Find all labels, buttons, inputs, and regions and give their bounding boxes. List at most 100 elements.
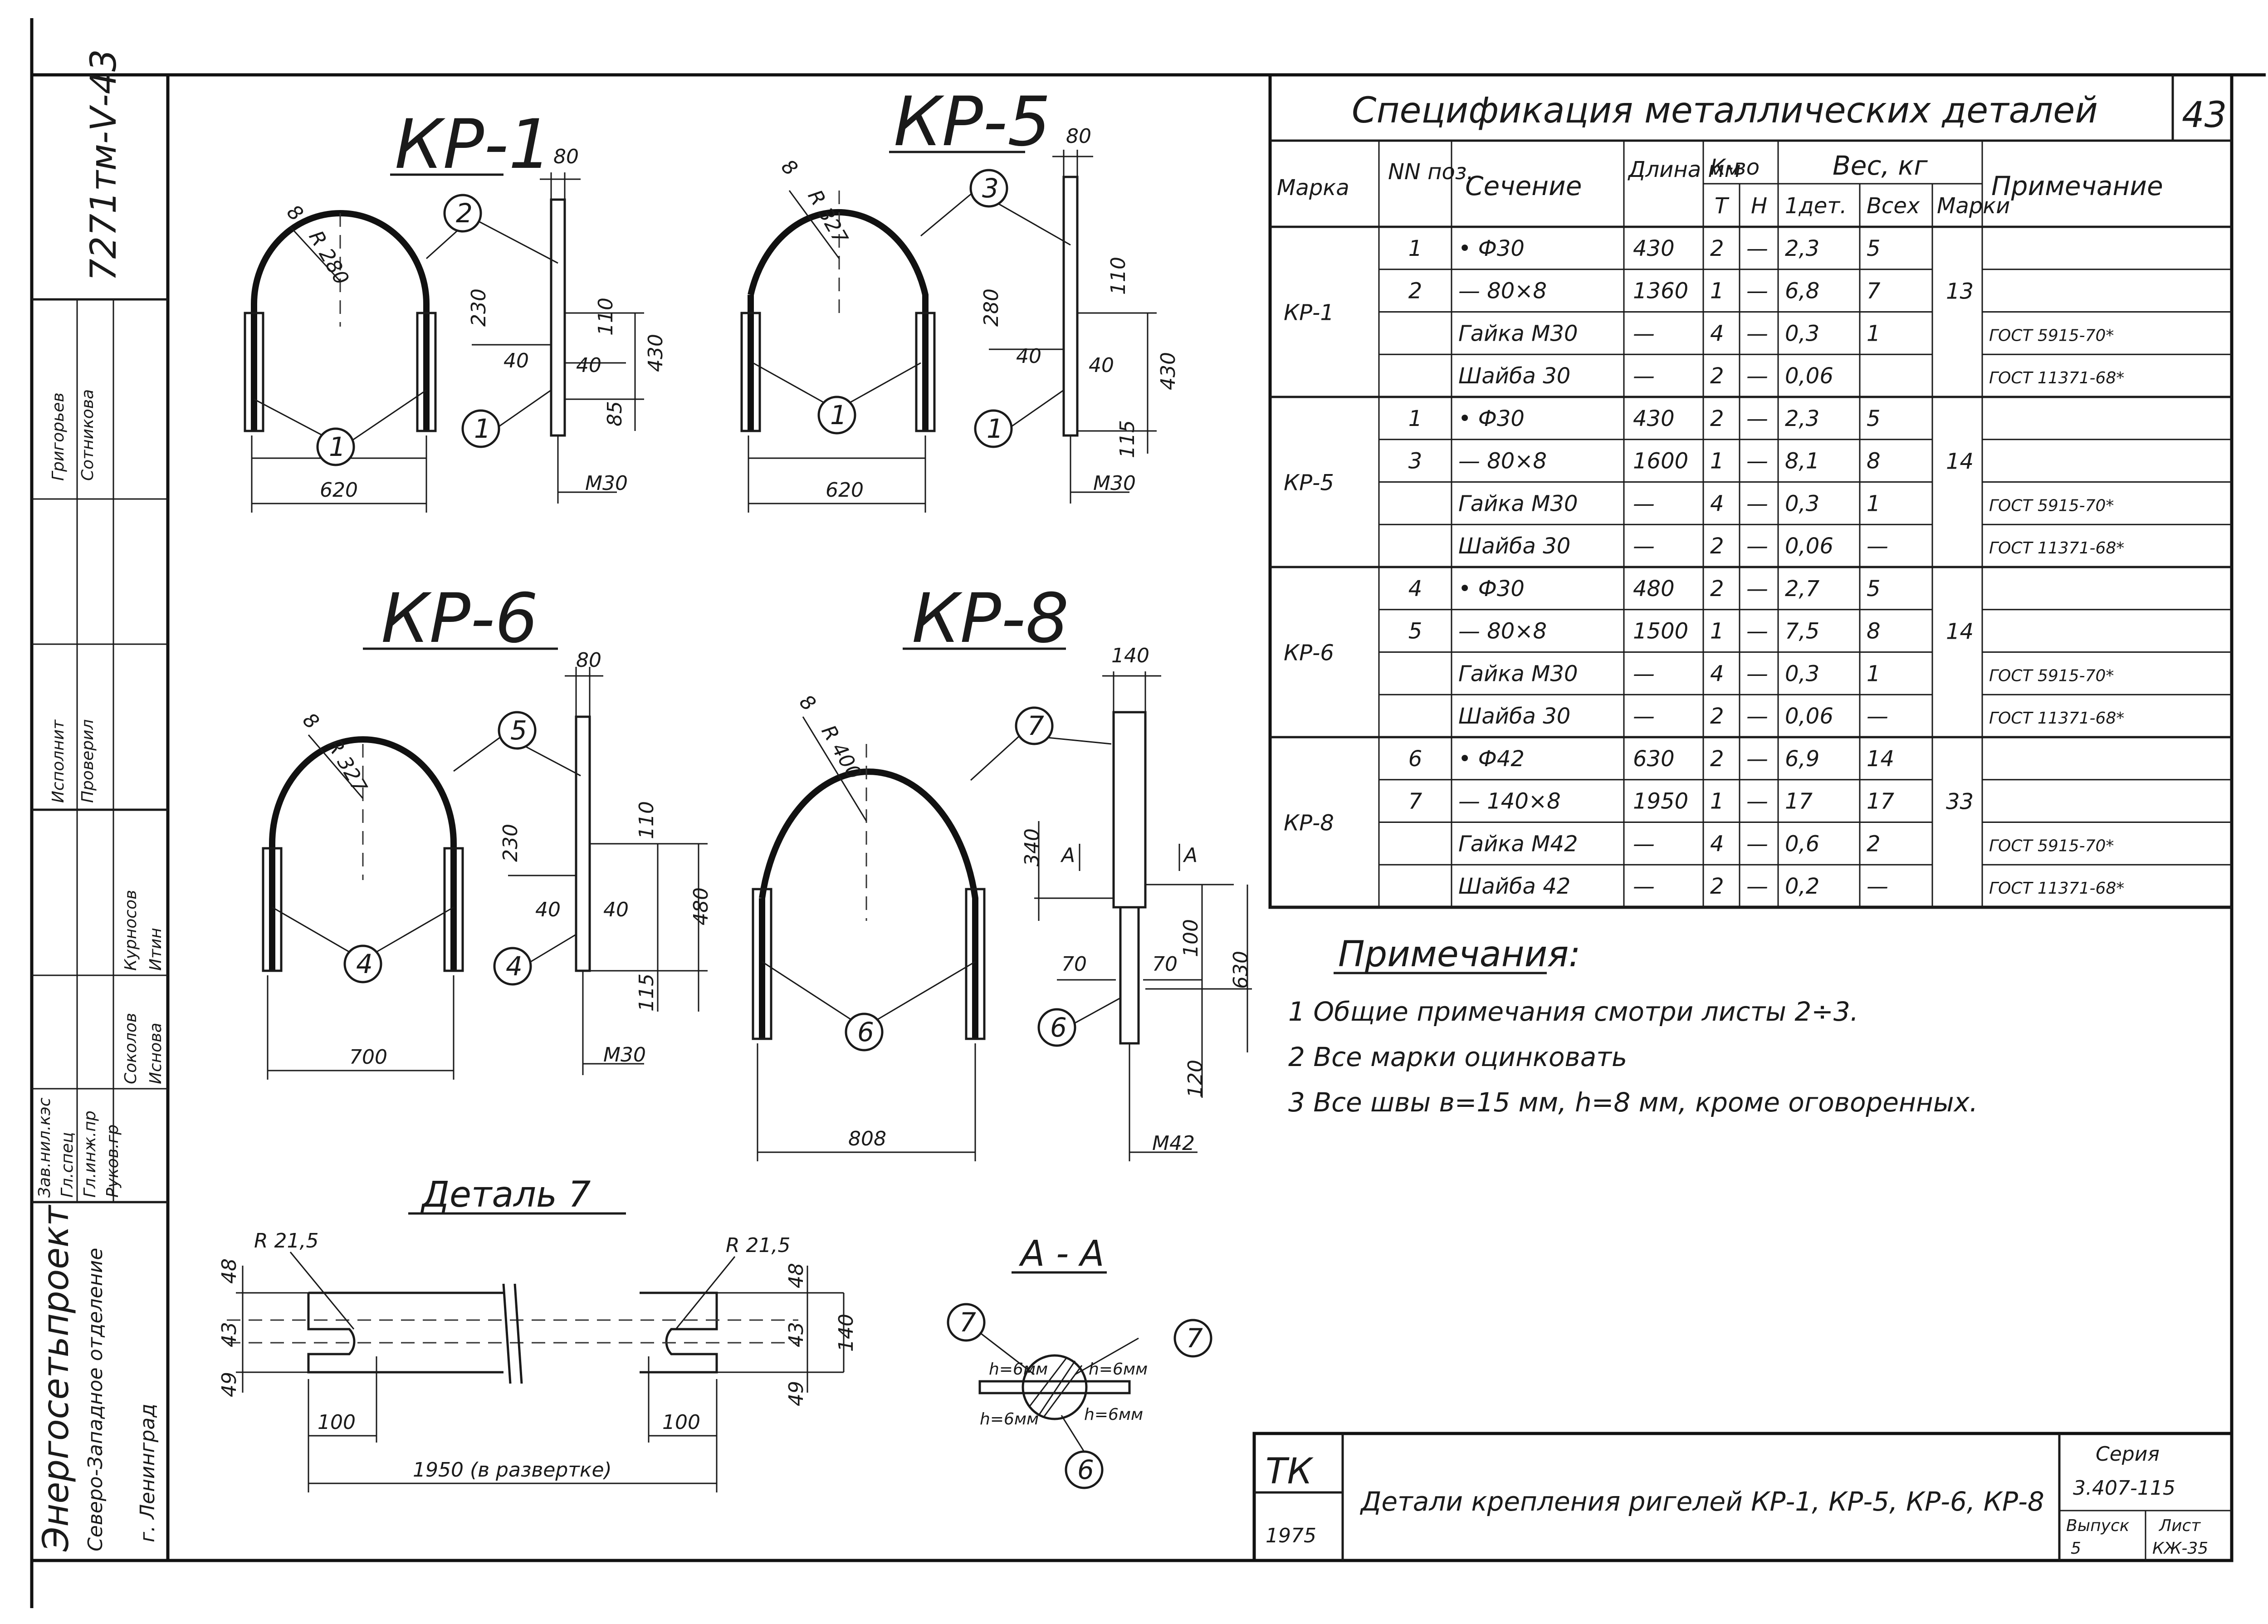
stamp-role-2: Проверил: [78, 719, 97, 803]
kp1-radius: R 280: [304, 227, 353, 289]
spec-cell: • Ф30: [1458, 236, 1525, 261]
kp5-d3: 430: [1157, 352, 1180, 390]
spec-h-weight: Вес, кг: [1833, 150, 1928, 181]
kp8-width: 808: [848, 1127, 886, 1150]
kp6-pos-a: 4: [356, 949, 373, 979]
spec-cell: 1950: [1633, 789, 1688, 814]
spec-cell: Гайка М30: [1458, 491, 1578, 516]
spec-cell: —: [1746, 619, 1768, 644]
tb-code: ТК: [1266, 1451, 1314, 1492]
spec-cell: 0,3: [1785, 661, 1819, 686]
spec-cell: 17: [1867, 789, 1895, 814]
kp6-d1: 230: [499, 824, 522, 862]
spec-cell: Шайба 30: [1458, 704, 1570, 729]
spec-cell: 1: [1408, 236, 1422, 261]
spec-cell: 4: [1710, 661, 1724, 686]
spec-cell: 6,8: [1785, 279, 1819, 304]
kp5-strip-w: 80: [1066, 125, 1091, 148]
spec-cell: Гайка М30: [1458, 321, 1578, 346]
spec-cell: ГОСТ 11371-68*: [1989, 539, 2124, 558]
stamp-role-1: Исполнит: [49, 719, 68, 803]
kp6-d3: 480: [689, 887, 713, 925]
spec-cell: —: [1746, 661, 1768, 686]
spec-cell: —: [1746, 449, 1768, 474]
section-aa-weld-br: h=6мм: [1084, 1405, 1143, 1424]
spec-cell: —: [1746, 533, 1768, 559]
spec-cell: 4: [1710, 491, 1724, 516]
spec-cell: 2,7: [1785, 576, 1820, 602]
tb-issue-label: Выпуск: [2066, 1516, 2130, 1535]
section-aa-weld-tr: h=6мм: [1089, 1360, 1148, 1379]
section-aa-title: А - А: [1018, 1233, 1104, 1274]
spec-cell: 2: [1710, 406, 1724, 431]
spec-group-total: 13: [1946, 279, 1974, 304]
spec-cell: —: [1746, 576, 1768, 602]
spec-cell: Шайба 30: [1458, 533, 1570, 559]
kp6-strip-w: 80: [576, 649, 601, 672]
detail7-len-left: 100: [318, 1411, 356, 1434]
kp8-strip-w: 140: [1111, 644, 1149, 667]
spec-cell: 4: [1408, 576, 1422, 602]
spec-cell: 0,3: [1785, 491, 1819, 516]
spec-cell: 1600: [1633, 449, 1688, 474]
spec-cell: —: [1633, 321, 1655, 346]
spec-cell: Гайка М30: [1458, 661, 1578, 686]
detail7-title: Деталь 7: [420, 1174, 591, 1215]
kp6-pos-c: 4: [506, 951, 523, 982]
spec-cell: ГОСТ 5915-70*: [1989, 496, 2114, 515]
spec-h-note: Примечание: [1991, 171, 2163, 201]
kp8-pos-c: 6: [1050, 1012, 1067, 1043]
spec-cell: Шайба 42: [1458, 874, 1570, 899]
spec-cell: 2,3: [1785, 236, 1819, 261]
spec-cell: —: [1746, 406, 1768, 431]
spec-cell: • Ф30: [1458, 576, 1525, 602]
kp6-width: 700: [349, 1046, 387, 1069]
kp6-side-a: 40: [535, 898, 561, 921]
kp1-d2: 110: [594, 298, 617, 336]
spec-cell: 17: [1785, 789, 1813, 814]
kp5-d4: 115: [1116, 420, 1139, 458]
spec-cell: 2: [1710, 363, 1724, 389]
spec-group-total: 33: [1946, 789, 1974, 815]
detail7-r-right: R 21,5: [726, 1234, 791, 1257]
spec-cell: • Ф42: [1458, 746, 1525, 772]
spec-group-mark: КР-6: [1284, 641, 1334, 666]
kp8-pos-a: 6: [857, 1017, 874, 1047]
spec-cell: —: [1867, 704, 1888, 729]
spec-cell: 6: [1408, 746, 1422, 772]
stamp-name-1: Григорьев: [49, 392, 68, 481]
spec-cell: 1: [1710, 279, 1724, 304]
spec-title: Спецификация металлических деталей: [1352, 90, 2098, 131]
spec-cell: 630: [1633, 746, 1675, 772]
kp8-side-a: 70: [1061, 953, 1087, 976]
kp5-d1: 280: [980, 289, 1003, 327]
spec-h-mark: Марка: [1277, 175, 1349, 201]
kp6-thick: 8: [298, 709, 323, 734]
spec-cell: — 140×8: [1458, 789, 1561, 814]
sheet-frame: [30, 18, 2266, 1608]
detail-7: Деталь 7 48 43 49 48 43 49 140 R 21,5 R …: [218, 1174, 858, 1492]
kp5-pos-b: 3: [982, 173, 999, 204]
kp5-side-a: 40: [1016, 345, 1041, 368]
spec-group-total: 14: [1946, 449, 1974, 474]
spec-cell: 1: [1710, 619, 1724, 644]
spec-cell: —: [1746, 746, 1768, 772]
org-division: Северо-Западное отделение: [84, 1248, 107, 1551]
spec-cell: 1: [1867, 491, 1881, 516]
spec-cell: 5: [1867, 236, 1881, 261]
spec-cell: 2: [1710, 746, 1724, 772]
spec-cell: —: [1633, 533, 1655, 559]
note-3: 3 Все швы в=15 мм, h=8 мм, кроме оговоре…: [1288, 1087, 1978, 1118]
spec-cell: 0,3: [1785, 321, 1819, 346]
spec-cell: 2,3: [1785, 406, 1819, 431]
section-aa-pos-bottom: 6: [1077, 1454, 1094, 1485]
tb-sheet-label: Лист: [2158, 1516, 2201, 1535]
spec-cell: — 80×8: [1458, 449, 1547, 474]
spec-cell: 3: [1408, 449, 1422, 474]
view-kp6: КР-6 8 R 327 700 4 5 80 230 110 480 115: [262, 579, 713, 1080]
kp6-thread: М30: [603, 1043, 646, 1066]
spec-cell: • Ф30: [1458, 406, 1525, 431]
spec-cell: —: [1633, 661, 1655, 686]
notes-title: Примечания:: [1338, 934, 1580, 975]
spec-cell: 7: [1408, 789, 1422, 814]
